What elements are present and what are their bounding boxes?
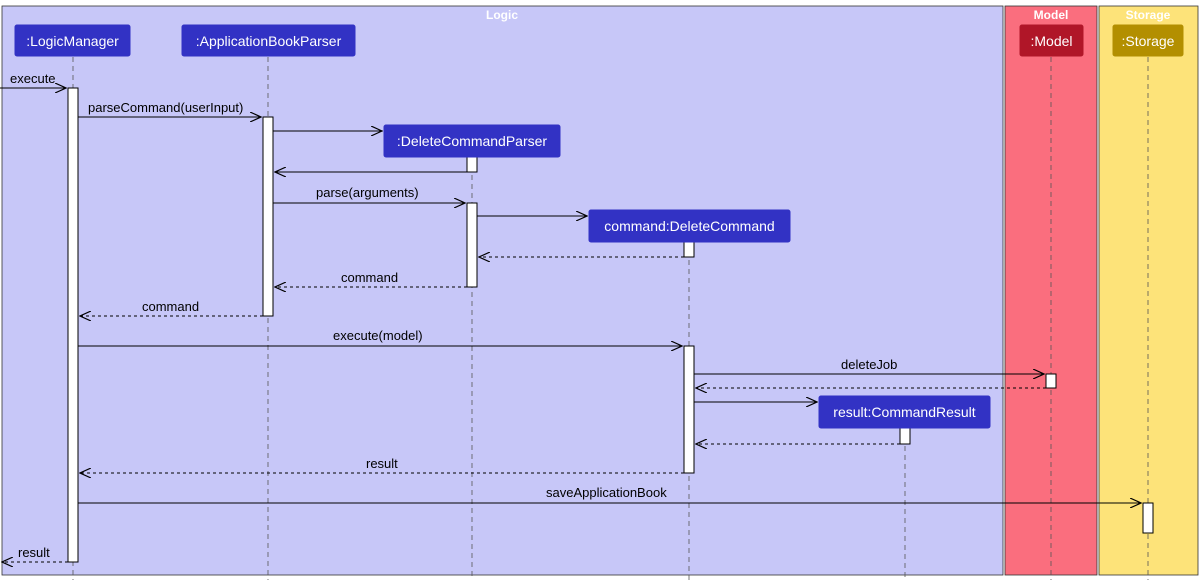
participant-model-box: [1019, 24, 1084, 57]
participant-deletecommand-label: command:DeleteCommand: [604, 218, 774, 234]
activation-commandresult: [899, 427, 911, 445]
message-execute-label: execute: [10, 71, 56, 86]
participant-storage-label: :Storage: [1122, 33, 1175, 49]
message-return-result-label: result: [366, 456, 398, 471]
participant-commandresult-label: result:CommandResult: [833, 404, 975, 420]
storage-group-title: Storage: [1126, 8, 1171, 22]
model-group-title: Model: [1034, 8, 1069, 22]
message-parsecommand-label: parseCommand(userInput): [88, 100, 243, 115]
participant-logicmanager-label: :LogicManager: [26, 33, 119, 49]
participant-deletecommand-box: [588, 209, 791, 243]
activation-model: [1045, 373, 1057, 389]
participant-deletecommandparser-label: :DeleteCommandParser: [397, 133, 548, 149]
message-return-command-to-logicmanager-label: command: [142, 299, 199, 314]
activation-applicationbookparser: [262, 116, 274, 317]
storage-group-box: [1098, 5, 1199, 576]
participant-commandresult-box: [818, 395, 991, 429]
participant-logicmanager-box: [14, 24, 131, 57]
logic-group-box: [1, 5, 1004, 576]
message-saveapplicationbook-label: saveApplicationBook: [546, 485, 667, 500]
activation-storage: [1142, 502, 1154, 534]
participant-storage-box: [1112, 24, 1184, 57]
message-parse-label: parse(arguments): [316, 185, 419, 200]
message-deletejob-label: deleteJob: [841, 357, 897, 372]
participant-applicationbookparser-label: :ApplicationBookParser: [196, 33, 342, 49]
participant-model-label: :Model: [1030, 33, 1072, 49]
message-execute-model-label: execute(model): [333, 328, 423, 343]
participant-applicationbookparser-box: [181, 24, 356, 57]
logic-group-title: Logic: [486, 8, 518, 22]
activation-deletecommandparser-parse: [466, 202, 478, 288]
message-return-command-to-parser-label: command: [341, 270, 398, 285]
activation-deletecommand-create: [683, 241, 695, 258]
message-return-result-final-label: result: [18, 545, 50, 560]
activation-deletecommandparser-create: [466, 156, 478, 173]
activation-deletecommand-execute: [683, 345, 695, 474]
participant-deletecommandparser-box: [383, 124, 561, 158]
activation-logicmanager: [67, 87, 79, 563]
